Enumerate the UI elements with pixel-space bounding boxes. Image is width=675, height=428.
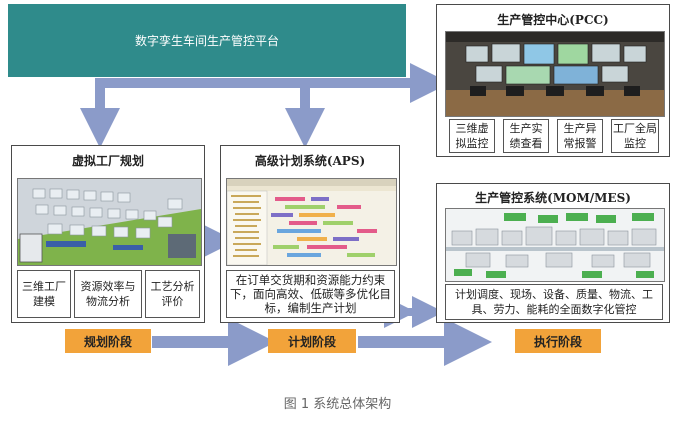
vf-cell-process-evaluation: 工艺分析评价 xyxy=(145,270,200,318)
pcc-panel: 生产管控中心(PCC) 三维虚拟监控 生产实绩查看 生产异常报警 工厂全局监控 xyxy=(436,4,670,157)
vf-cell-3d-modeling: 三维工厂建模 xyxy=(17,270,71,318)
vf-cell-resource-logistics: 资源效率与物流分析 xyxy=(74,270,142,318)
pcc-cell-exception-alarm: 生产异常报警 xyxy=(557,119,603,153)
platform-title: 数字孪生车间生产管控平台 xyxy=(134,34,279,48)
virtual-factory-title: 虚拟工厂规划 xyxy=(71,154,144,168)
arrow-platform-to-pcc xyxy=(95,63,450,120)
mes-description: 计划调度、现场、设备、质量、物流、工具、劳力、能耗的全面数字化管控 xyxy=(445,284,663,320)
platform-banner: 数字孪生车间生产管控平台 xyxy=(8,4,406,77)
pcc-cell-global-monitoring: 工厂全局监控 xyxy=(611,119,659,153)
pcc-cell-3d-monitoring: 三维虚拟监控 xyxy=(449,119,495,153)
virtual-factory-panel: 虚拟工厂规划 三维工厂建模 资源效率与物流分析 工艺分析评价 xyxy=(11,145,205,323)
factory-3d-model-image xyxy=(17,178,202,266)
pcc-control-room-image xyxy=(445,31,665,117)
mes-workshop-layout-image xyxy=(445,208,665,282)
pcc-title: 生产管控中心(PCC) xyxy=(497,13,609,27)
aps-description: 在订单交货期和资源能力约束下，面向高效、低碳等多优化目标，编制生产计划 xyxy=(226,270,395,318)
aps-title: 高级计划系统(APS) xyxy=(254,154,366,168)
pcc-cell-production-results: 生产实绩查看 xyxy=(503,119,549,153)
aps-gantt-screenshot xyxy=(226,178,397,266)
figure-caption: 图 1 系统总体架构 xyxy=(283,397,392,412)
stage-scheduling: 计划阶段 xyxy=(268,329,356,353)
mes-panel: 生产管控系统(MOM/MES) 计划调度、现场、设备、质量、物流、工具、劳力、能… xyxy=(436,183,670,323)
aps-panel: 高级计划系统(APS) 在订单交货期和资源能力约束下，面向高效、低碳等多优化目标… xyxy=(220,145,400,323)
mes-title: 生产管控系统(MOM/MES) xyxy=(475,191,631,205)
stage-execution: 执行阶段 xyxy=(515,329,601,353)
stage-planning: 规划阶段 xyxy=(65,329,151,353)
